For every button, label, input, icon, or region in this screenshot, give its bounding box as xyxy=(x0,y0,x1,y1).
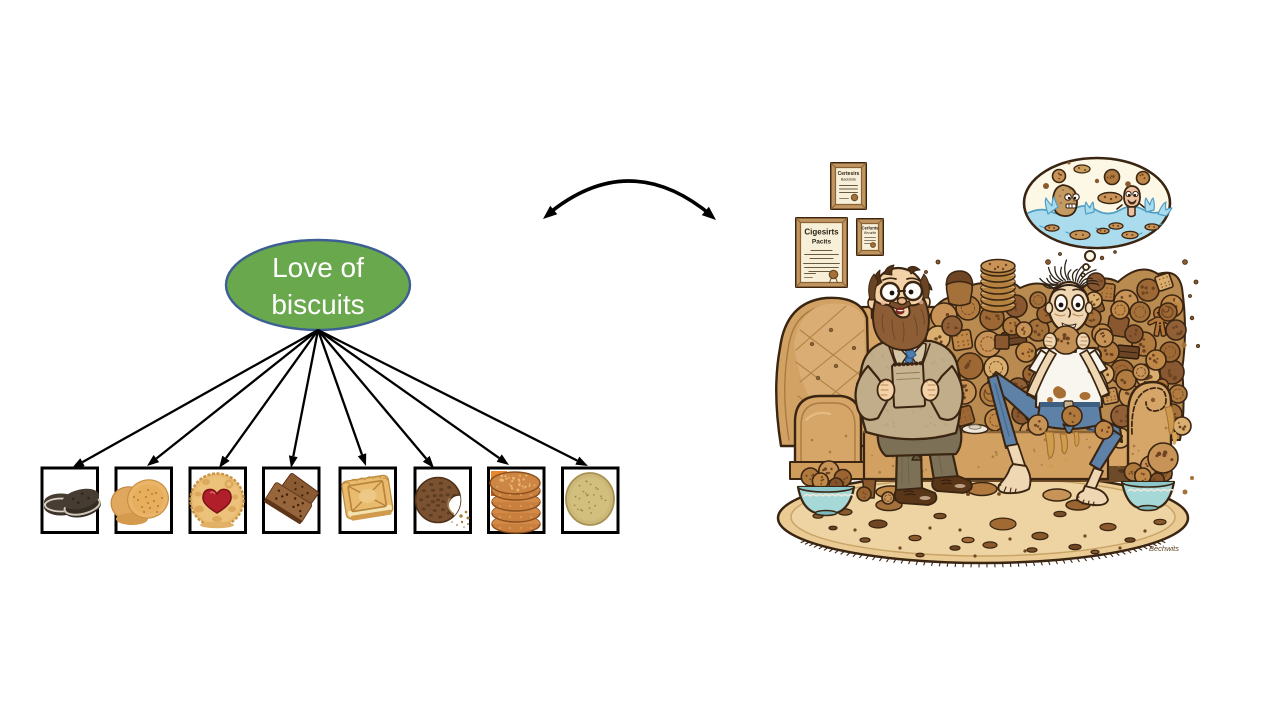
svg-text:Love of: Love of xyxy=(272,252,364,283)
svg-text:biscuits: biscuits xyxy=(271,289,364,320)
svg-text:Cigesirts: Cigesirts xyxy=(804,228,839,237)
svg-text:Wrvurlte: Wrvurlte xyxy=(864,231,876,235)
svg-text:Pacits: Pacits xyxy=(812,239,832,246)
svg-text:Bechwits: Bechwits xyxy=(1149,544,1179,553)
svg-text:Certesirs: Certesirs xyxy=(838,171,860,177)
svg-text:Bacislste: Bacislste xyxy=(841,178,856,182)
svg-text:Cerlunts: Cerlunts xyxy=(862,226,880,231)
